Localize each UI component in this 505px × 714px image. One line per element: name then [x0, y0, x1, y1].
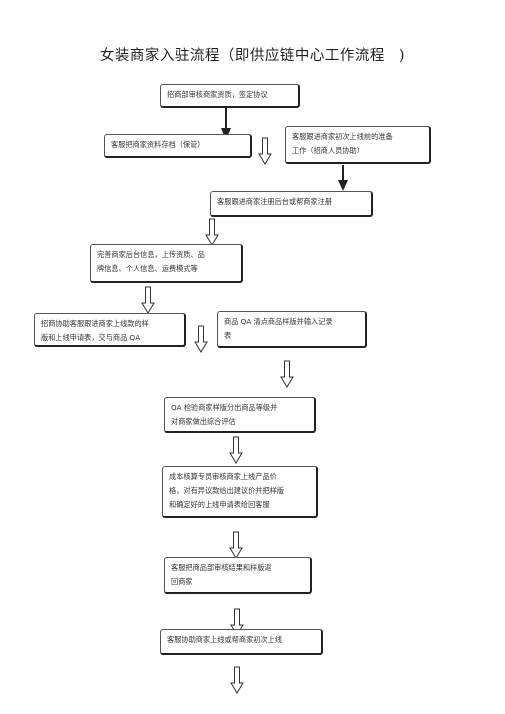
- arrow-s9-s10: [229, 531, 243, 559]
- step-6-box: 招商协助客服跟进商家上线款的样 版和上线申请表，交与商品 QA: [34, 313, 186, 347]
- step-9-line-2: 格，对有异议款给出建议价并把样版: [169, 486, 285, 495]
- arrow-s5-s6: [141, 286, 155, 314]
- step-1-box: 招商部审核商家资质，签定协议: [160, 84, 300, 108]
- step-1-line-1: 招商部审核商家资质，签定协议: [167, 90, 268, 99]
- title-main: 女装商家入驻流程（即供应链中心工作流程: [99, 48, 385, 64]
- step-11-box: 客服协助商家上线或帮商家初次上线: [160, 629, 323, 655]
- step-6-line-1: 招商协助客服跟进商家上线款的样: [41, 319, 149, 328]
- step-7-line-2: 表: [224, 331, 232, 340]
- step-2-box: 客服把商家资料存档（保管）: [104, 134, 252, 158]
- step-8-box: QA 检验商家样版分出商品等级并 对商家做出综合评估: [164, 397, 316, 433]
- step-11-line-1: 客服协助商家上线或帮商家初次上线: [167, 635, 283, 644]
- step-5-line-1: 完善商家后台信息，上传资质、品: [97, 250, 205, 259]
- step-9-line-1: 成本核算专员审核商家上线产品价: [169, 472, 277, 481]
- step-4-box: 客服跟进商家注册后台或帮商家注册: [210, 191, 373, 217]
- step-3-line-1: 客服跟进商家初次上线前的准备: [292, 132, 393, 141]
- step-8-line-2: 对商家做出综合评估: [171, 417, 236, 426]
- step-10-line-2: 回商家: [171, 577, 193, 586]
- arrow-s11-end: [230, 666, 244, 694]
- page-title: 女装商家入驻流程（即供应链中心工作流程): [0, 44, 505, 65]
- step-3-box: 客服跟进商家初次上线前的准备 工作（招商人员协助）: [285, 126, 431, 164]
- step-3-line-2: 工作（招商人员协助）: [292, 146, 364, 155]
- arrow-s3-s4: [338, 165, 348, 191]
- step-7-line-1: 商品 QA 清点商品样版并输入记录: [224, 317, 333, 326]
- arrow-s7-s8: [280, 360, 294, 388]
- step-8-line-1: QA 检验商家样版分出商品等级并: [171, 403, 278, 412]
- arrow-s8-s9: [229, 436, 243, 464]
- step-7-box: 商品 QA 清点商品样版并输入记录 表: [217, 311, 367, 348]
- step-5-line-2: 牌信息、个人信息、运费模式等: [97, 264, 198, 273]
- title-close: ): [398, 48, 406, 64]
- step-9-line-3: 和确定好的上线申请表给回客服: [169, 500, 270, 509]
- step-6-line-2: 版和上线申请表，交与商品 QA: [41, 333, 141, 342]
- step-9-box: 成本核算专员审核商家上线产品价 格，对有异议款给出建议价并把样版 和确定好的上线…: [162, 466, 318, 518]
- step-10-line-1: 客服把商品部审核结果和样版返: [171, 563, 272, 572]
- step-2-line-1: 客服把商家资料存档（保管）: [111, 140, 205, 149]
- step-5-box: 完善商家后台信息，上传资质、品 牌信息、个人信息、运费模式等: [90, 244, 243, 283]
- step-10-box: 客服把商品部审核结果和样版返 回商家: [164, 557, 312, 594]
- arrow-s2-s3: [258, 137, 272, 165]
- arrow-s4-s5: [205, 218, 219, 246]
- step-4-line-1: 客服跟进商家注册后台或帮商家注册: [217, 197, 333, 206]
- arrow-s6-s7: [194, 325, 208, 353]
